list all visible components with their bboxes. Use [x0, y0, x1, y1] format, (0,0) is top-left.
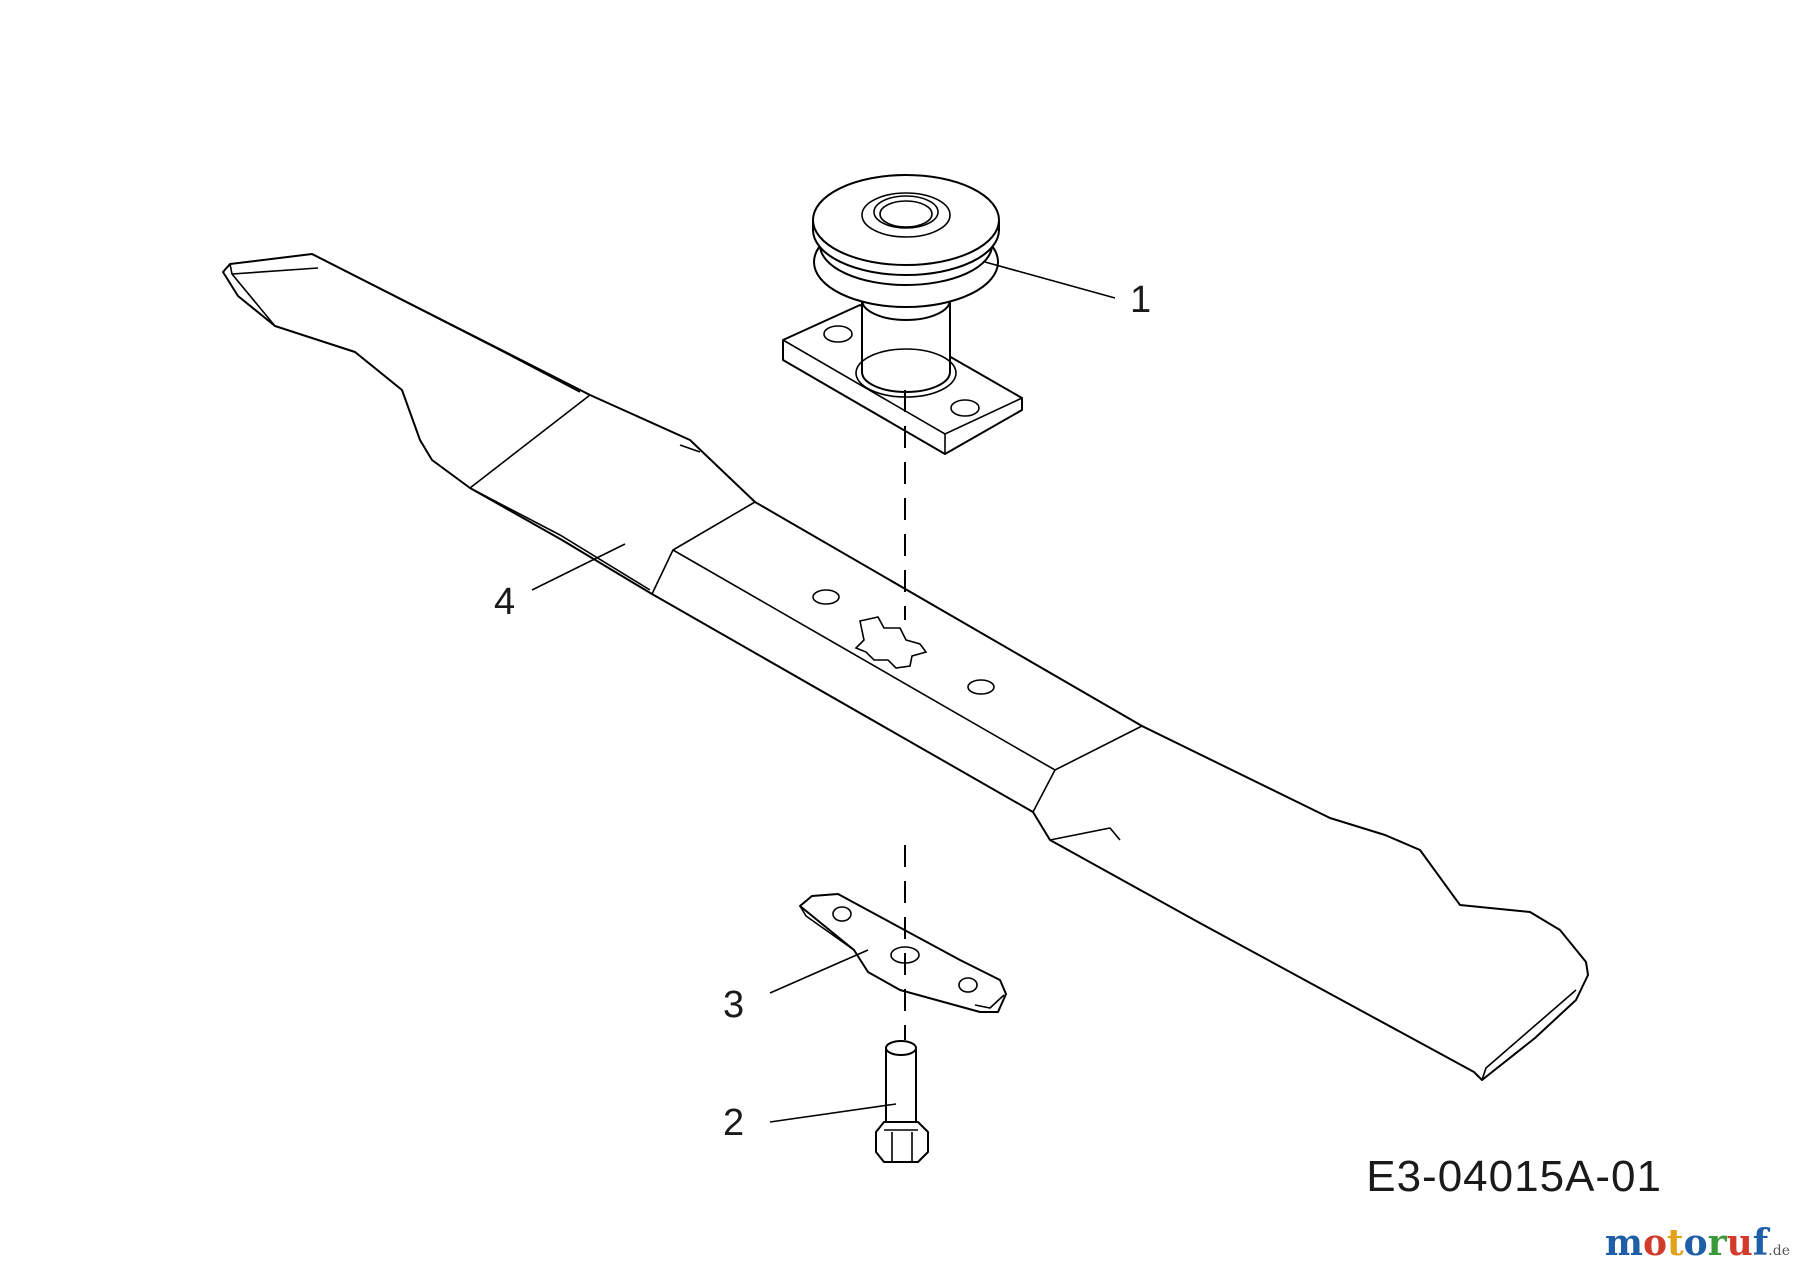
callout-4: 4	[494, 581, 515, 623]
watermark-letter: m	[1604, 1222, 1643, 1264]
leader-line-1	[984, 261, 1116, 299]
callout-2: 2	[723, 1102, 744, 1144]
watermark-letter: o	[1642, 1222, 1667, 1264]
leader-line-4	[531, 543, 626, 591]
watermark-suffix: .de	[1768, 1243, 1790, 1259]
drawing-number: E3-04015A-01	[1366, 1152, 1662, 1201]
watermark-letter: t	[1666, 1222, 1684, 1264]
watermark-letter: f	[1752, 1222, 1769, 1264]
blade-adapter	[799, 893, 1007, 1013]
bolt	[875, 1040, 929, 1163]
watermark-letter: r	[1707, 1222, 1727, 1264]
pulley-hub	[782, 174, 1023, 455]
watermark-letter: u	[1726, 1222, 1753, 1264]
leader-line-2	[769, 1103, 897, 1123]
mower-blade	[222, 253, 1589, 1081]
callout-1: 1	[1130, 279, 1151, 321]
leader-line-3	[769, 949, 869, 994]
watermark-letter: o	[1683, 1222, 1708, 1264]
callout-3: 3	[723, 984, 744, 1026]
watermark-logo: motoruf.de	[1605, 1222, 1790, 1264]
